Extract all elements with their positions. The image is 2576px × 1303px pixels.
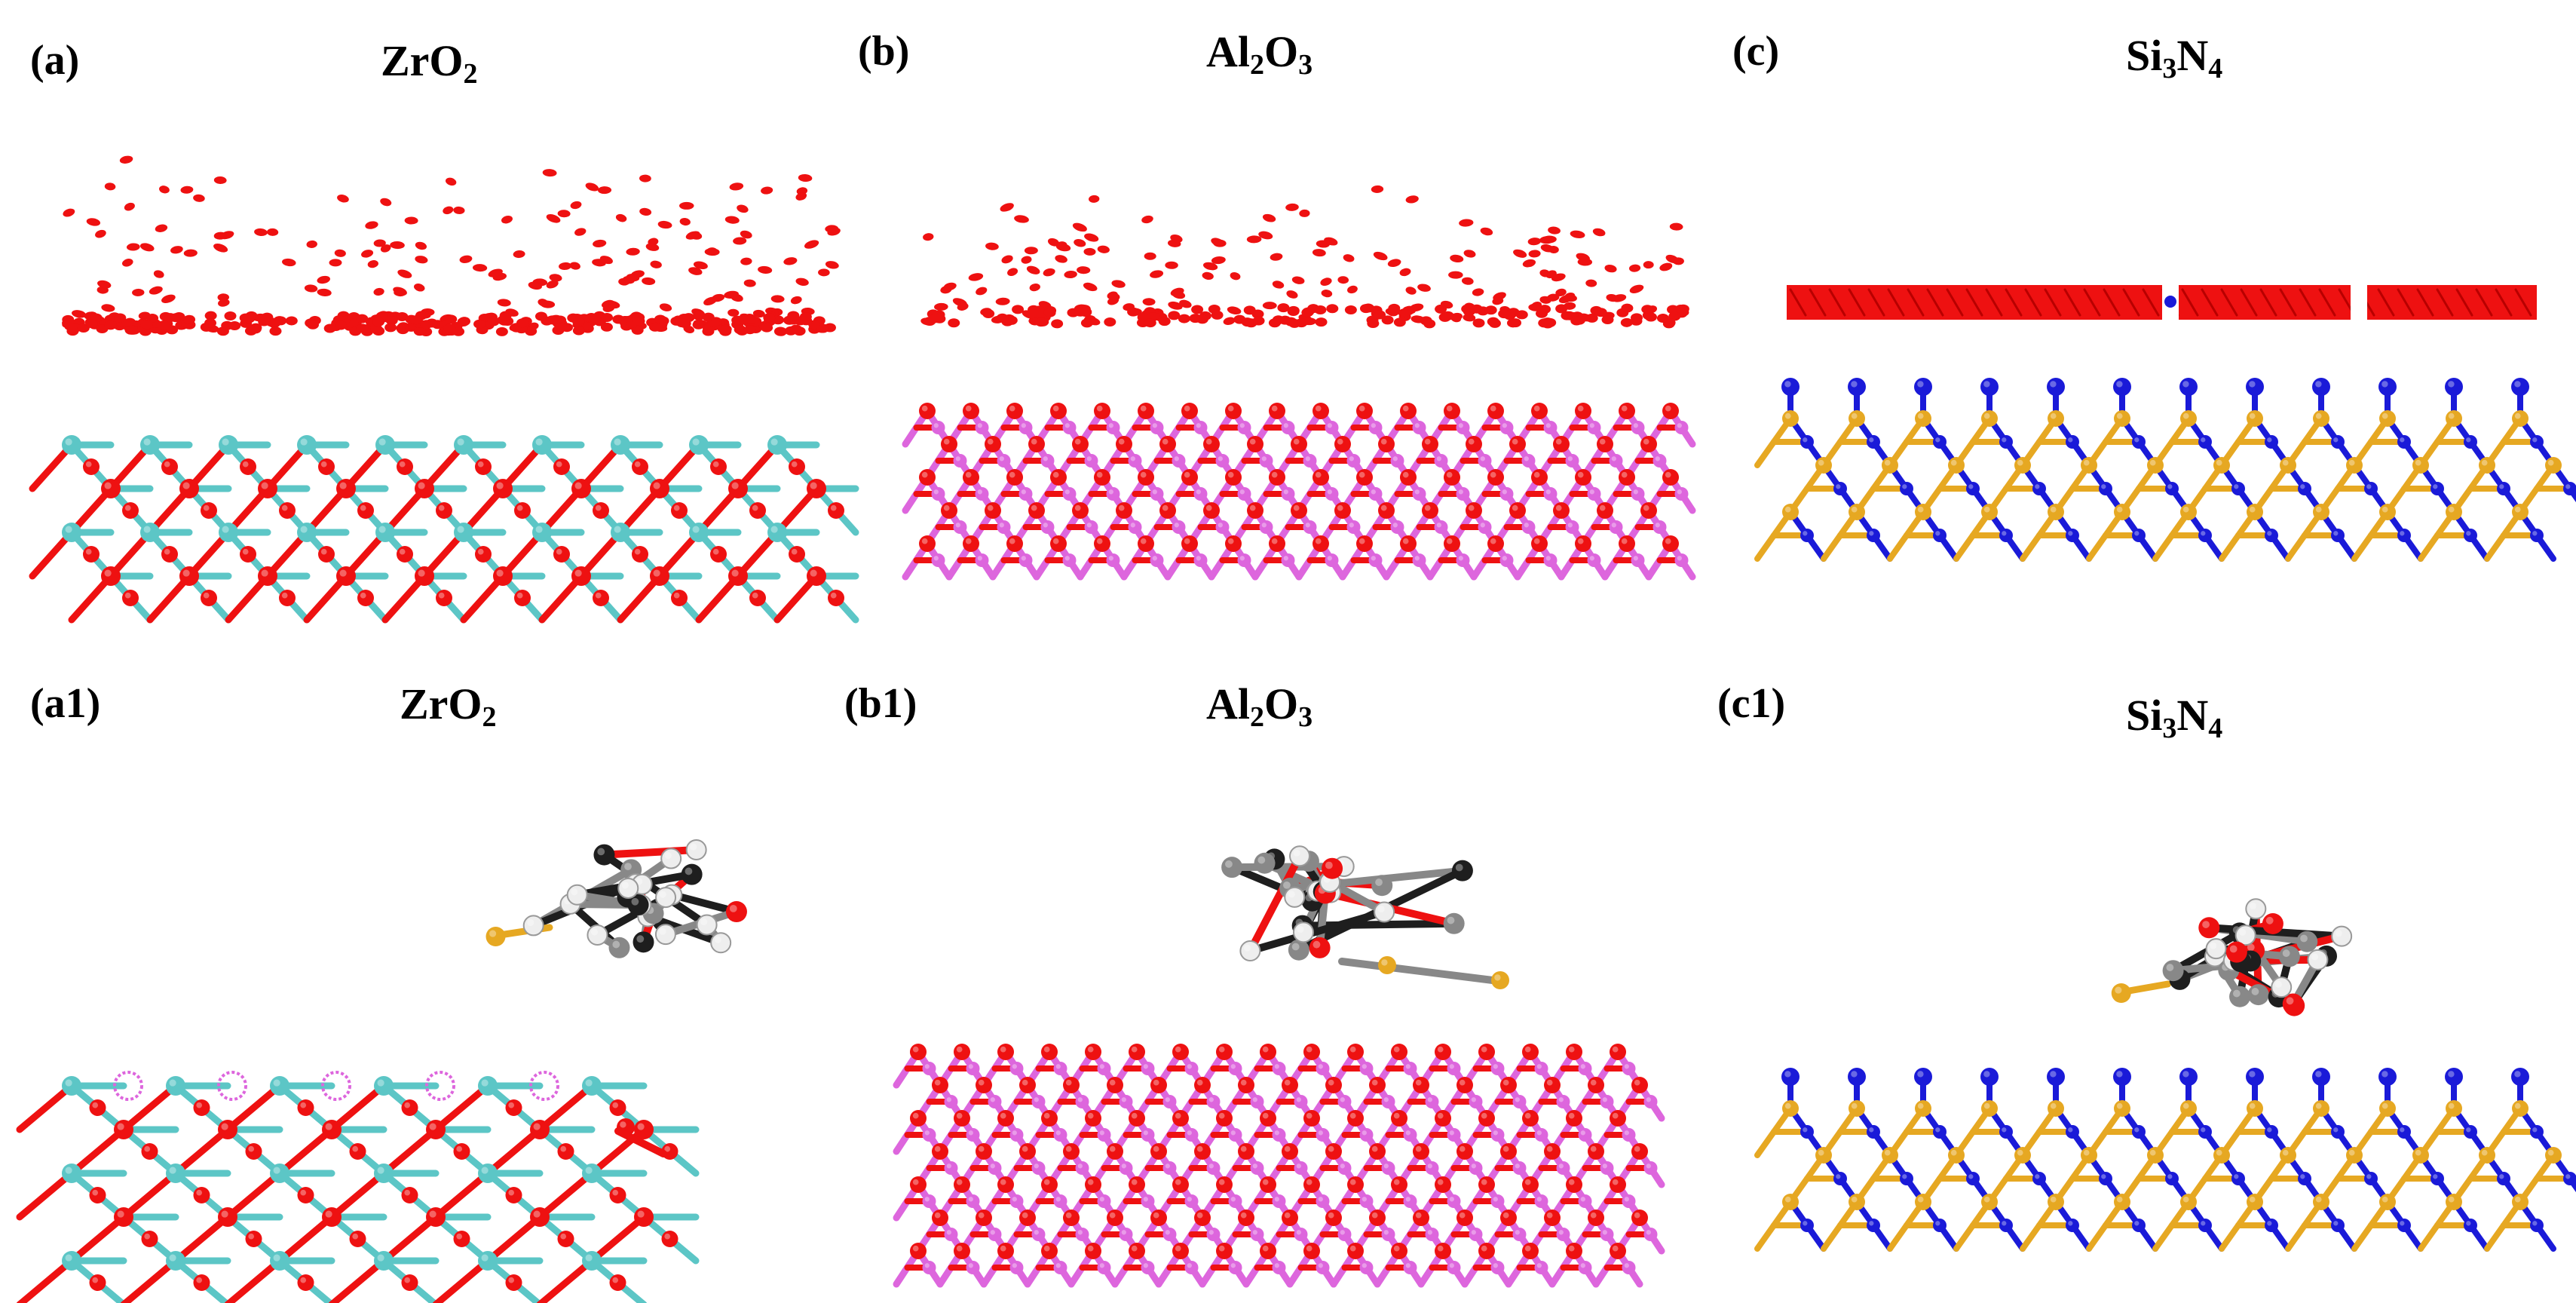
- si3n4-slab-structure-bottom: [1754, 1068, 2576, 1252]
- al2o3-slab-structure: [902, 403, 1696, 581]
- panel-label-c: (c): [1732, 28, 1780, 75]
- zro2-slab-structure-bottom: [16, 1071, 700, 1303]
- si3n4-slab-structure: [1754, 378, 2576, 562]
- formula-si3n4-top: Si3N4: [2126, 31, 2223, 84]
- panel-label-a1: (a1): [30, 680, 101, 727]
- zro2-oxygen-atoms-scatter: [62, 155, 841, 336]
- formula-zro2-bottom: ZrO2: [400, 679, 497, 733]
- panel-label-a: (a): [30, 37, 80, 84]
- formula-zro2-top: ZrO2: [381, 36, 478, 90]
- si3n4-adsorbed-molecule: [2111, 898, 2353, 1016]
- al2o3-adsorbed-molecule: [1221, 845, 1509, 989]
- formula-al2o3-bottom: Al2O3: [1206, 679, 1313, 733]
- si3n4-oxygen-layer: [1787, 285, 2537, 320]
- panel-label-b: (b): [858, 28, 910, 75]
- zro2-adsorbed-molecule: [485, 839, 747, 958]
- panel-label-c1: (c1): [1717, 680, 1786, 727]
- al2o3-slab-structure-bottom: [893, 1044, 1665, 1288]
- zro2-slab-structure: [29, 435, 859, 624]
- formula-si3n4-bottom: Si3N4: [2126, 691, 2223, 744]
- formula-al2o3-top: Al2O3: [1206, 27, 1313, 81]
- panel-label-b1: (b1): [844, 680, 917, 727]
- al2o3-oxygen-atoms-scatter: [920, 185, 1689, 329]
